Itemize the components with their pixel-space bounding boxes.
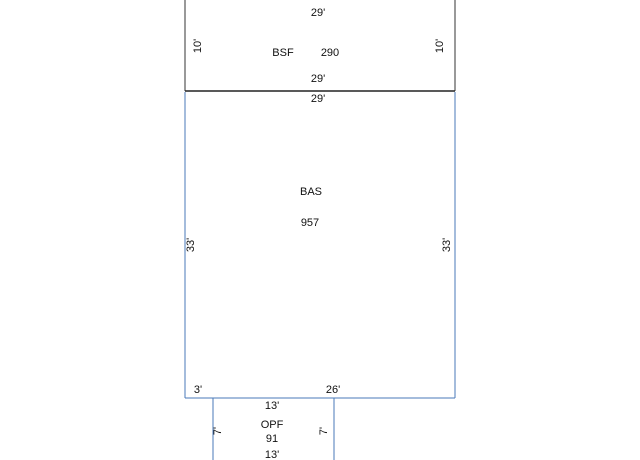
opf-area-label: 91 — [266, 433, 278, 445]
opf-left-dimension: 7' — [212, 427, 224, 435]
opf-right-dimension: 7' — [318, 427, 330, 435]
opf-top-dimension: 13' — [265, 400, 279, 412]
bas-top-dimension: 29' — [311, 93, 325, 105]
bas-area-label: 957 — [301, 217, 319, 229]
bsf-bottom-dimension: 29' — [311, 73, 325, 85]
bsf-code-label: BSF — [272, 47, 294, 59]
bsf-section: 29' BSF 290 29' 10' 10' — [184, 0, 456, 92]
bsf-left-dimension: 10' — [192, 39, 204, 53]
bas-bottom-right-dimension: 26' — [326, 384, 340, 396]
bas-bottom-left-dimension: 3' — [194, 384, 202, 396]
bsf-area-label: 290 — [321, 47, 339, 59]
opf-section: 13' OPF 91 13' 7' 7' — [212, 398, 335, 460]
opf-bottom-dimension: 13' — [265, 449, 279, 460]
bas-section: 29' BAS 957 33' 33' 3' 26' — [184, 92, 456, 399]
bas-code-label: BAS — [300, 186, 322, 198]
bas-left-dimension: 33' — [185, 238, 197, 252]
bas-right-dimension: 33' — [441, 238, 453, 252]
opf-code-label: OPF — [261, 419, 284, 431]
bsf-right-dimension: 10' — [434, 39, 446, 53]
bsf-top-dimension: 29' — [311, 7, 325, 19]
